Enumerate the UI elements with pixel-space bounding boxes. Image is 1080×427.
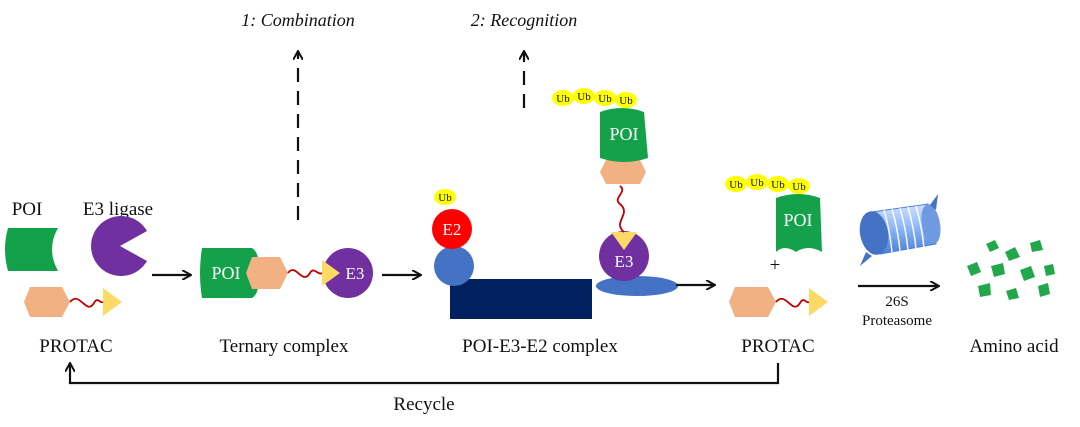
ternary-complex-group: POI E3	[200, 248, 373, 298]
ub-upper-4: Ub	[619, 95, 633, 107]
proteasome-name-label: Proteasome	[862, 313, 932, 329]
released-poi-text: POI	[783, 210, 812, 230]
ub-chain-upper: Ub Ub Ub Ub	[552, 88, 637, 108]
ub-upper-1: Ub	[556, 93, 570, 105]
ternary-poi-text: POI	[211, 263, 240, 283]
ub-poi-group: Ub Ub Ub Ub POI	[725, 174, 822, 252]
protac-label-left: PROTAC	[39, 336, 112, 357]
complex-poi-text: POI	[609, 124, 638, 144]
poi-e3-e2-complex-group: E2 Ub E3 POI Ub Ub Ub Ub	[432, 88, 678, 319]
amino-acid-fragments	[967, 240, 1055, 300]
ternary-complex-label: Ternary complex	[220, 336, 349, 357]
ub-right-4: Ub	[792, 181, 806, 193]
recycle-arrow	[70, 363, 780, 385]
poi-e3-e2-complex-label: POI-E3-E2 complex	[462, 336, 618, 357]
protac-label-right: PROTAC	[741, 336, 814, 357]
step-recognition-label: 2: Recognition	[471, 10, 577, 30]
amino-acid-label: Amino acid	[969, 336, 1059, 357]
ub-right-3: Ub	[771, 179, 785, 191]
protac-molecule-right	[729, 287, 828, 317]
ub-right-1: Ub	[729, 179, 743, 191]
complex-e3-text: E3	[615, 252, 634, 271]
proteasome-code-label: 26S	[885, 294, 908, 310]
e2-text: E2	[443, 220, 462, 239]
ub-upper-3: Ub	[598, 93, 612, 105]
e3-ligase-shape	[91, 216, 147, 277]
plus-sign: +	[770, 255, 781, 276]
poi-label: POI	[12, 199, 43, 220]
protac-molecule-left	[24, 287, 122, 317]
proteasome-shape	[859, 194, 941, 266]
e2-ub-text: Ub	[438, 192, 452, 204]
poi-protein-shape	[5, 228, 58, 271]
ub-upper-2: Ub	[577, 91, 591, 103]
step-combination-label: 1: Combination	[241, 10, 355, 30]
ternary-e3-text: E3	[346, 264, 365, 283]
recycle-label: Recycle	[393, 394, 454, 415]
e3-ligase-label: E3 ligase	[83, 199, 153, 220]
ub-right-2: Ub	[750, 177, 764, 189]
